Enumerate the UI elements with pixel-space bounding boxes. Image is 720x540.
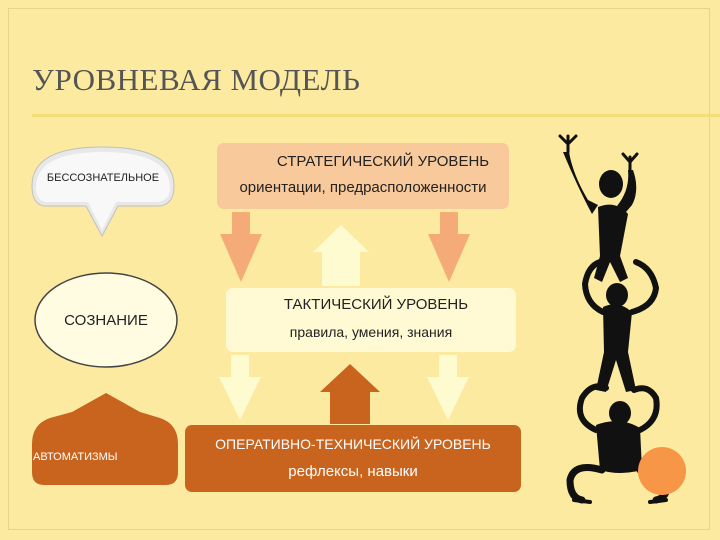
slide-frame: [8, 8, 710, 530]
tactical-level-title: ТАКТИЧЕСКИЙ УРОВЕНЬ: [283, 296, 469, 313]
strategic-level-box: СТРАТЕГИЧЕСКИЙ УРОВЕНЬ ориентации, предр…: [217, 143, 509, 209]
title-underline: [32, 114, 720, 117]
unconscious-label: БЕССОЗНАТЕЛЬНОЕ: [46, 172, 160, 184]
tactical-up-arrow: [313, 225, 369, 286]
operational-up-arrow: [320, 364, 380, 424]
operational-level-detail: рефлексы, навыки: [288, 463, 418, 480]
slide-title: УРОВНЕВАЯ МОДЕЛЬ: [32, 62, 361, 97]
tactical-level-box: ТАКТИЧЕСКИЙ УРОВЕНЬ правила, умения, зна…: [226, 288, 516, 352]
strategic-down-arrow-right: [428, 212, 470, 282]
automatisms-arrow-shape: [32, 393, 178, 485]
strategic-down-arrow-left: [220, 212, 262, 282]
consciousness-ellipse: [34, 272, 178, 368]
strategic-level-title: СТРАТЕГИЧЕСКИЙ УРОВЕНЬ: [276, 153, 490, 170]
tactical-down-arrow-left: [219, 355, 261, 420]
operational-level-box: ОПЕРАТИВНО-ТЕХНИЧЕСКИЙ УРОВЕНЬ рефлексы,…: [185, 425, 521, 492]
operational-level-title: ОПЕРАТИВНО-ТЕХНИЧЕСКИЙ УРОВЕНЬ: [215, 436, 491, 452]
consciousness-label: СОЗНАНИЕ: [64, 312, 148, 329]
tactical-level-detail: правила, умения, знания: [289, 324, 453, 340]
strategic-level-detail: ориентации, предрасположенности: [239, 179, 487, 196]
acrobats-figure-icon: [558, 134, 672, 504]
tactical-down-arrow-right: [427, 355, 469, 420]
accent-circle: [638, 447, 686, 495]
automatisms-label: АВТОМАТИЗМЫ: [33, 451, 118, 463]
